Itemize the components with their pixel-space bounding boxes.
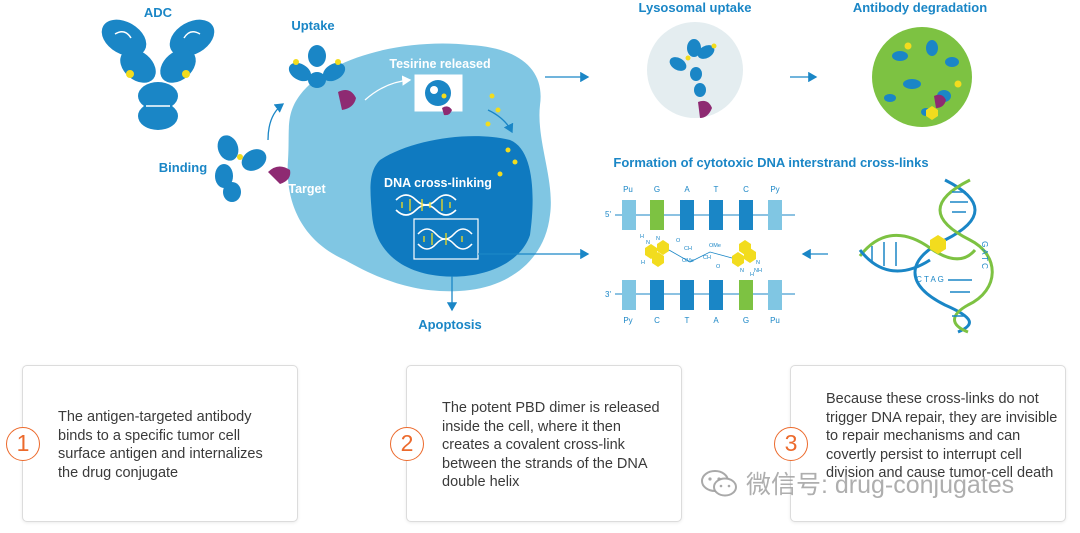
label-adc: ADC	[144, 5, 173, 20]
top-base: Pu	[623, 185, 633, 194]
bottom-base: A	[713, 316, 719, 325]
top-base: A	[684, 185, 690, 194]
label-tesirine-released: Tesirine released	[389, 57, 490, 71]
payload-dots	[485, 93, 518, 177]
svg-text:H: H	[641, 260, 645, 266]
svg-text:O: O	[676, 238, 681, 244]
pbd-on-helix	[930, 235, 946, 254]
svg-text:N: N	[740, 268, 744, 274]
bottom-base: Pu	[770, 316, 780, 325]
svg-text:CH: CH	[703, 255, 711, 261]
uptake-antibody-icon	[288, 45, 356, 110]
label-binding: Binding	[159, 160, 207, 175]
dna-crosslink-icon	[417, 228, 473, 250]
step-card-1: 1 The antigen-targeted antibody binds to…	[6, 365, 298, 522]
helix-letters-2: G A T C	[980, 241, 989, 269]
lysosome-antibody-icon	[669, 39, 717, 118]
step-number-1: 1	[6, 427, 40, 461]
svg-text:H: H	[640, 234, 644, 240]
chem-labels: H N N H O CH OMe OMe CH O N N H NH	[640, 234, 762, 278]
svg-text:CH: CH	[684, 246, 692, 252]
bottom-base: G	[743, 316, 749, 325]
watermark: 微信号: drug-conjugates	[700, 465, 1014, 501]
svg-text:OMe: OMe	[709, 243, 721, 249]
dna-double-helix-icon	[858, 178, 994, 334]
label-antibody-degradation: Antibody degradation	[853, 0, 987, 15]
label-dna-crosslinking: DNA cross-linking	[384, 176, 492, 190]
watermark-text: 微信号: drug-conjugates	[746, 471, 1015, 499]
three-prime-label: 3'	[605, 290, 611, 299]
svg-text:OMe: OMe	[682, 258, 694, 264]
released-payload	[904, 42, 962, 120]
dna-helix-icon	[395, 194, 457, 216]
crosslink-box	[413, 218, 479, 260]
dna-crosslink-panel: 5' 3' Pu G A T C Py Py C T A G Pu	[605, 185, 795, 325]
top-base: G	[654, 185, 660, 194]
step-number-2: 2	[390, 427, 424, 461]
top-base: C	[743, 185, 749, 194]
arrow-binding-to-uptake	[267, 103, 285, 141]
top-base: T	[714, 185, 719, 194]
five-prime-label: 5'	[605, 210, 611, 219]
adc-mechanism-diagram: ADC Uptake Binding Target Tesirine relea…	[101, 0, 994, 334]
adc-antibody-icon	[101, 19, 215, 130]
label-lysosomal-uptake: Lysosomal uptake	[639, 0, 752, 15]
arrow-uptake-to-tesirine	[364, 75, 412, 101]
step-card-2: 2 The potent PBD dimer is released insid…	[390, 365, 682, 522]
svg-text:NH: NH	[754, 268, 762, 274]
arrow-to-nucleus	[487, 109, 514, 134]
label-uptake: Uptake	[291, 18, 334, 33]
step-text-2: The potent PBD dimer is released inside …	[442, 400, 660, 490]
step-text-1: The antigen-targeted antibody binds to a…	[58, 409, 263, 481]
pbd-molecule-icon	[645, 240, 756, 267]
step-card-3: 3 Because these cross-links do not trigg…	[774, 365, 1066, 522]
step-number-3: 3	[774, 427, 808, 461]
label-apoptosis: Apoptosis	[418, 317, 482, 332]
top-base: Py	[770, 185, 779, 194]
degraded-fragments	[884, 40, 959, 116]
wechat-icon	[701, 470, 737, 497]
bottom-base: C	[654, 316, 660, 325]
helix-letters-1: C T A G	[916, 275, 944, 284]
binding-antibody-icon	[215, 135, 291, 202]
svg-text:N: N	[656, 236, 660, 242]
label-target: Target	[288, 182, 326, 196]
tesirine-vesicle	[425, 80, 451, 106]
svg-text:N: N	[756, 260, 760, 266]
bottom-base: T	[685, 316, 690, 325]
svg-text:N: N	[646, 240, 650, 246]
nucleus	[370, 136, 533, 277]
label-formation-title: Formation of cytotoxic DNA interstrand c…	[613, 155, 928, 170]
bottom-base: Py	[623, 316, 632, 325]
svg-text:O: O	[716, 264, 721, 270]
svg-text:H: H	[750, 272, 754, 278]
step-text-3: Because these cross-links do not trigger…	[826, 391, 1058, 481]
